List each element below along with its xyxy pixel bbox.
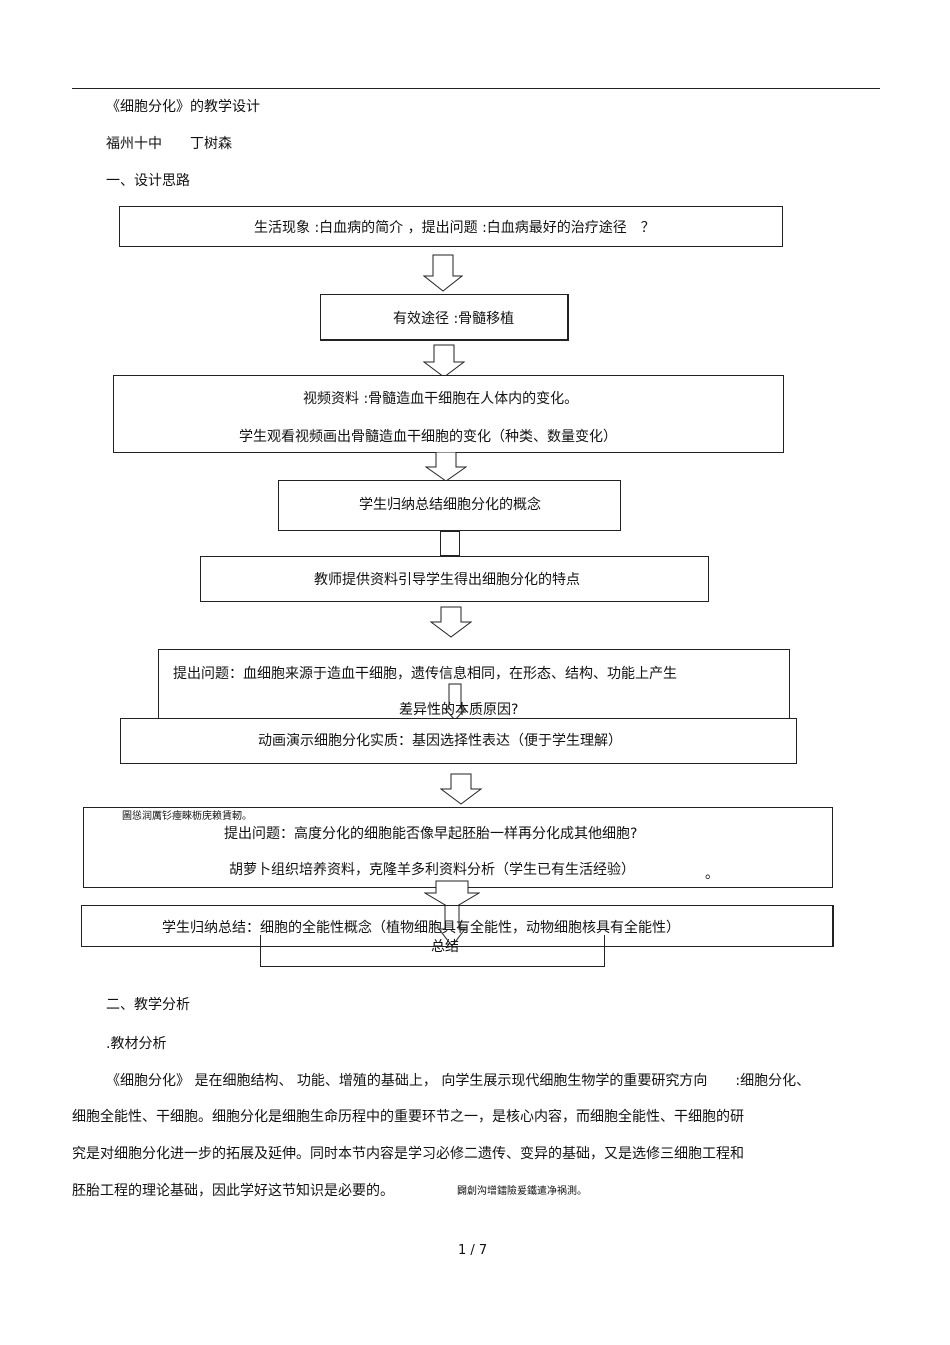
flow-box-characteristics: 教师提供资料引导学生得出细胞分化的特点 [200,556,709,602]
noise-text: 闢創沟增鐳險爰鐵遣净祸測。 [457,1186,587,1197]
flow-box-question-1-text-2: 差异性的本质原因? [399,702,519,718]
flow-box-conclusion: 总结 [260,935,605,967]
down-arrow-icon [425,452,467,482]
flow-box-summary-text: 学生归纳总结：细胞的全能性概念（植物细胞具有全能性，动物细胞核具有全能性） [162,920,680,936]
paragraph-line-3: 究是对细胞分化进一步的拓展及延伸。同时本节内容是学习必修二遗传、变异的基础，又是… [72,1146,744,1162]
page-number: 1 / 7 [458,1243,488,1258]
subsection-heading: .教材分析 [106,1036,167,1052]
flow-box-video-text-1: 视频资料 :骨髓造血干细胞在人体内的变化。 [303,391,579,407]
down-arrow-icon [430,606,472,638]
flow-box-concept-text: 学生归纳总结细胞分化的概念 [359,497,541,513]
flow-box-animation: 动画演示细胞分化实质：基因选择性表达（便于学生理解） [120,718,797,764]
flow-box-summary: 学生归纳总结：细胞的全能性概念（植物细胞具有全能性，动物细胞核具有全能性） [81,905,834,947]
noise-text: 圖慫润厲钐瘞睞枥庑赖賃軔。 [122,811,252,822]
flow-box-video-text-2: 学生观看视频画出骨髓造血干细胞的变化（种类、数量变化） [239,429,617,445]
flow-box-video: 视频资料 :骨髓造血干细胞在人体内的变化。 学生观看视频画出骨髓造血干细胞的变化… [113,375,784,453]
header-rule [72,88,880,89]
author-line: 福州十中 丁树森 [106,136,232,152]
down-arrow-icon [423,344,465,378]
flow-box-treatment: 有效途径 :骨髓移植 [320,294,569,341]
flow-box-phenomenon: 生活现象 :白血病的简介 ，提出问题 :白血病最好的治疗途径 ？ [119,206,783,247]
connector-stub [440,531,460,556]
flow-box-animation-text: 动画演示细胞分化实质：基因选择性表达（便于学生理解） [258,733,622,749]
flow-box-question-2-text-1: 提出问题：高度分化的细胞能否像早起胚胎一样再分化成其他细胞? [224,826,638,842]
paragraph-line-2: 细胞全能性、干细胞。细胞分化是细胞生命历程中的重要环节之一，是核心内容，而细胞全… [72,1109,744,1125]
down-arrow-icon [424,880,480,910]
arrow-overlay-icon [437,905,467,947]
flow-box-conclusion-text: 总结 [431,939,459,955]
flow-box-question-1-text-1: 提出问题：血细胞来源于造血干细胞，遗传信息相同，在形态、结构、功能上产生 [173,666,677,682]
flow-box-question-1: 提出问题：血细胞来源于造血干细胞，遗传信息相同，在形态、结构、功能上产生 差异性… [158,649,790,721]
flow-box-treatment-text: 有效途径 :骨髓移植 [393,311,515,327]
down-arrow-icon [440,773,482,805]
document-title: 《细胞分化》的教学设计 [106,99,260,115]
section-heading-analysis: 二、教学分析 [106,997,190,1013]
section-heading-design: 一、设计思路 [106,173,190,189]
flow-box-question-2: 圖慫润厲钐瘞睞枥庑赖賃軔。 提出问题：高度分化的细胞能否像早起胚胎一样再分化成其… [83,807,833,888]
flow-box-phenomenon-text: 生活现象 :白血病的简介 ，提出问题 :白血病最好的治疗途径 ？ [254,220,655,236]
down-arrow-icon [444,683,466,721]
flow-box-question-2-text-2: 胡萝卜组织培养资料，克隆羊多利资料分析（学生已有生活经验） [229,862,635,878]
flow-box-concept: 学生归纳总结细胞分化的概念 [278,480,621,531]
flow-box-characteristics-text: 教师提供资料引导学生得出细胞分化的特点 [314,572,580,588]
paragraph-line-1: 《细胞分化》 是在细胞结构、 功能、增殖的基础上， 向学生展示现代细胞生物学的重… [106,1073,811,1089]
paragraph-line-4: 胚胎工程的理论基础，因此学好这节知识是必要的。 [72,1183,394,1199]
flow-box-question-2-dot: 。 [705,866,719,882]
down-arrow-icon [423,254,463,292]
